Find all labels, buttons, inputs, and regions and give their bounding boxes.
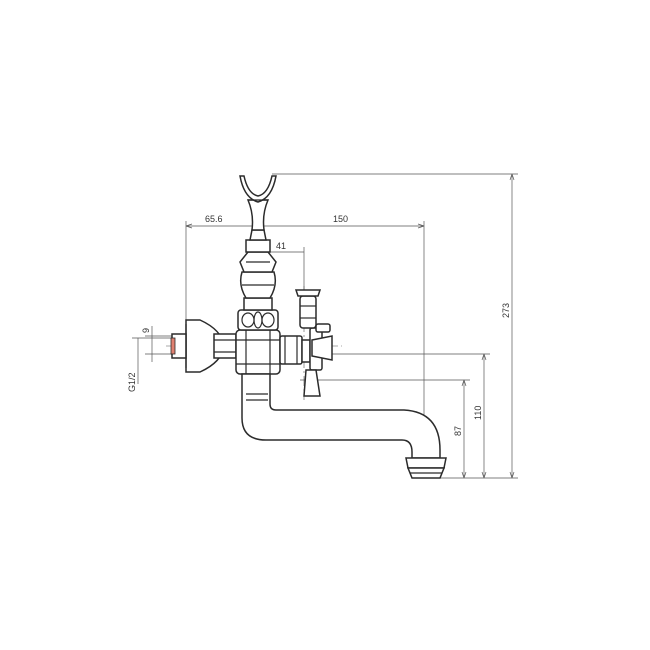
dimension-labels: 65.6 150 41 273 110 87 9 G1/2 — [127, 214, 511, 436]
spout — [241, 373, 447, 479]
dimension-label-thread: G1/2 — [127, 372, 137, 392]
cross-handle — [294, 289, 333, 397]
shower-column — [237, 199, 279, 331]
inlet-seal — [170, 337, 176, 355]
dimension-label-handle-offset: 41 — [276, 241, 286, 251]
dimension-label-nut-size: 9 — [141, 328, 151, 333]
wall-flange — [170, 319, 237, 373]
shower-holder-hook — [239, 175, 277, 203]
dimension-label-spout-height: 87 — [453, 426, 463, 436]
dimension-label-spout-reach: 150 — [333, 214, 348, 224]
dimension-label-inlet-height: 110 — [473, 406, 483, 420]
dimension-lines — [132, 173, 518, 479]
dimension-label-total-height: 273 — [501, 303, 511, 318]
valve-body — [235, 329, 303, 375]
dimension-label-flange-offset: 65.6 — [205, 214, 223, 224]
